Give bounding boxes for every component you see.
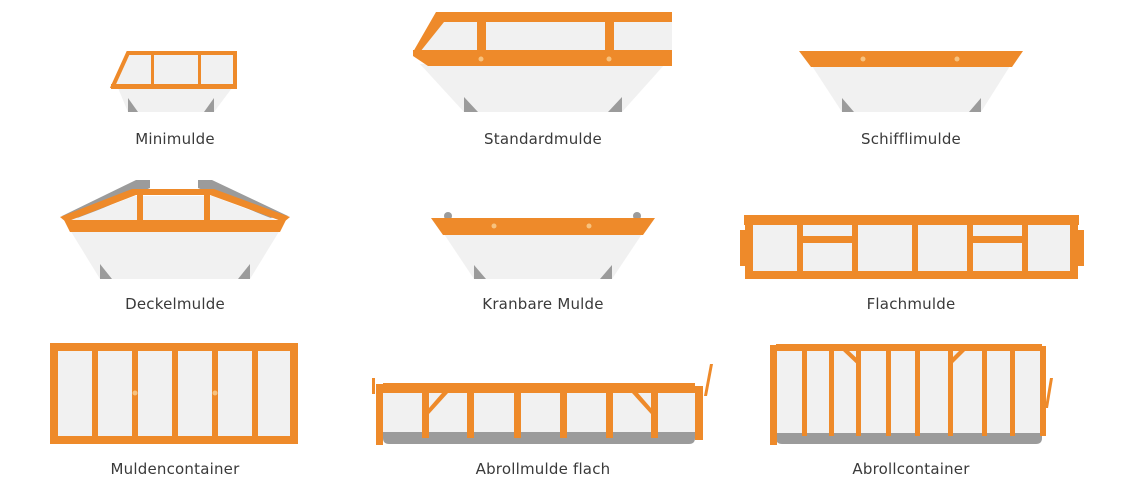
abrollmulde-flach-label[interactable]: Abrollmulde flach <box>475 460 611 478</box>
rivet-icon <box>132 390 138 396</box>
minimulde-label[interactable]: Minimulde <box>135 130 215 148</box>
rivet-icon <box>478 56 484 62</box>
schifflimulde-label[interactable]: Schifflimulde <box>861 130 961 148</box>
flachmulde-label[interactable]: Flachmulde <box>866 295 956 313</box>
deckelmulde-label[interactable]: Deckelmulde <box>125 295 225 313</box>
rivet-icon <box>586 223 592 229</box>
muldencontainer-label[interactable]: Muldencontainer <box>110 460 240 478</box>
standardmulde-label[interactable]: Standardmulde <box>484 130 602 148</box>
rivet-icon <box>212 390 218 396</box>
rivet-icon <box>954 56 960 62</box>
rivet-icon <box>860 56 866 62</box>
rivet-icon <box>491 223 497 229</box>
abrollcontainer-label[interactable]: Abrollcontainer <box>852 460 970 478</box>
kranbare-mulde-label[interactable]: Kranbare Mulde <box>482 295 604 313</box>
rivet-icon <box>606 56 612 62</box>
